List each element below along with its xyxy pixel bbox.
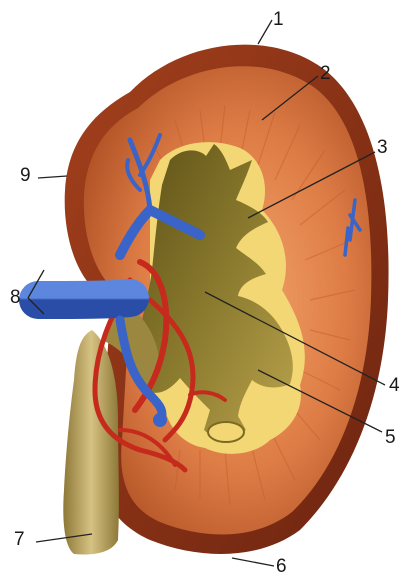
label-5-calyx: 5 [385,428,396,447]
label-8-renal-vessels: 8 [10,288,21,307]
label-3-medulla: 3 [377,138,388,157]
label-4-pelvis: 4 [389,376,400,395]
minor-calyx [208,422,244,442]
vein-branch-end [153,413,167,427]
label-6-capsule-bottom: 6 [276,557,287,574]
label-1-capsule: 1 [273,10,284,29]
label-9-cortex-edge: 9 [20,166,31,185]
label-2-cortex: 2 [320,64,331,83]
ureter [63,330,119,554]
label-7-ureter: 7 [14,530,25,549]
